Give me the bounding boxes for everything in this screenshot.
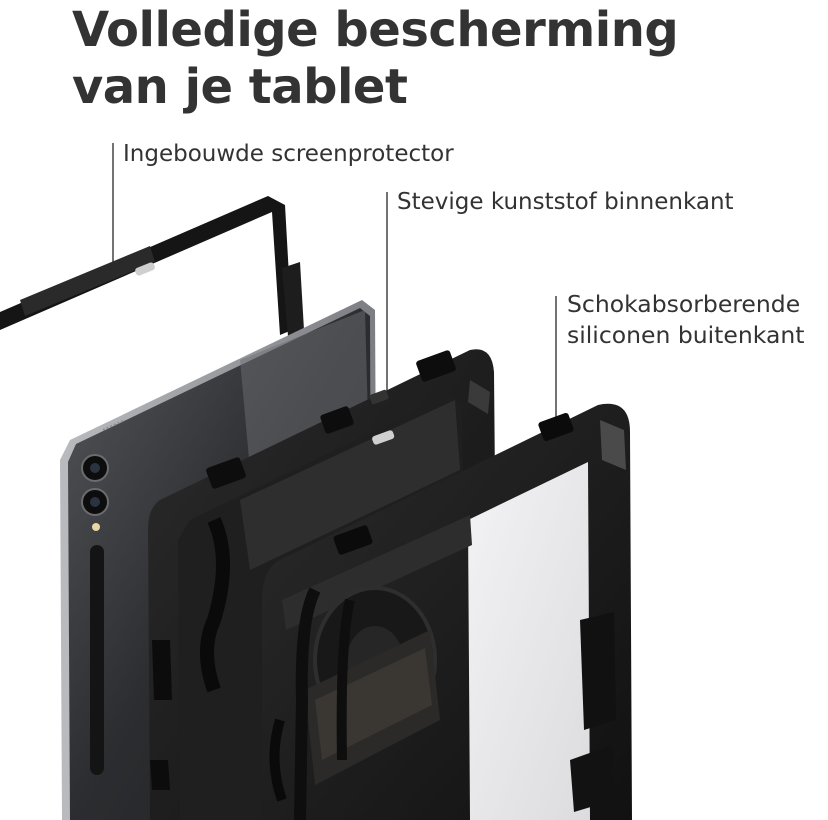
camera-icon xyxy=(81,454,109,531)
screen-protector-frame xyxy=(0,196,304,336)
title-line-1: Volledige bescherming xyxy=(72,2,679,58)
callout-outer-line-1: Schokabsorberende xyxy=(567,290,801,318)
title-line-2: van je tablet xyxy=(72,59,408,115)
stylus-slot xyxy=(90,545,104,775)
outer-silicone-case xyxy=(262,403,632,820)
page-title: Volledige bescherming van je tablet xyxy=(72,2,679,116)
callout-outer-layer: Schokabsorberende siliconen buitenkant xyxy=(567,289,804,351)
callout-outer-line-2: siliconen buitenkant xyxy=(567,321,805,349)
hand-strap xyxy=(294,586,440,820)
callout-screen-protector: Ingebouwde screenprotector xyxy=(123,141,454,167)
callout-inner-layer: Stevige kunststof binnenkant xyxy=(397,189,734,215)
